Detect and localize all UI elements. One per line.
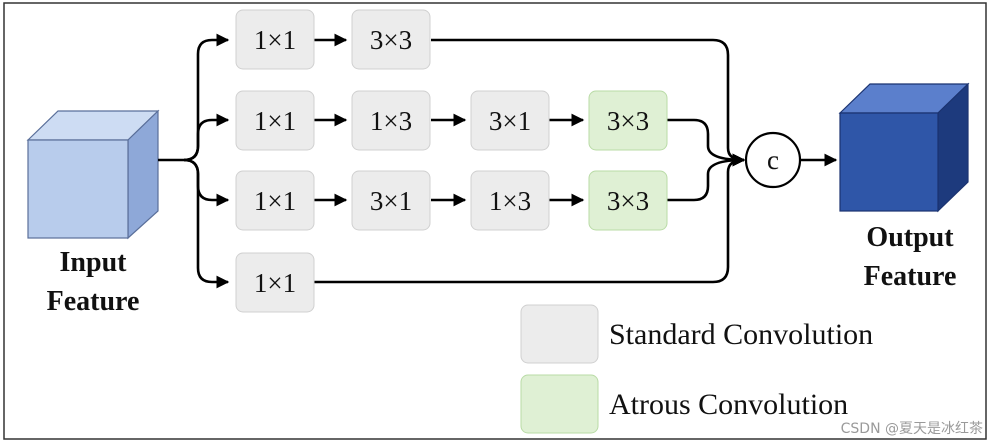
output-label-line2: Feature bbox=[864, 261, 957, 292]
conv-label-b1-2: 3×3 bbox=[370, 25, 412, 55]
legend-atrous-label: Atrous Convolution bbox=[609, 388, 848, 421]
conv-label-b2-3: 3×1 bbox=[489, 106, 531, 136]
conv-block-b2-1 bbox=[235, 90, 315, 151]
conv-block-b4-1 bbox=[235, 252, 315, 313]
merge-lines bbox=[314, 38, 746, 284]
conv-label-b2-1: 1×1 bbox=[254, 106, 296, 136]
conv-block-b3-2 bbox=[351, 170, 431, 231]
conv-label-b2-2: 1×3 bbox=[370, 106, 412, 136]
conv-label-b3-2: 3×1 bbox=[370, 186, 412, 216]
legend: Standard Convolution Atrous Convolution bbox=[520, 304, 873, 434]
conv-block-b2-2 bbox=[351, 90, 431, 151]
conv-label-b4-1: 1×1 bbox=[254, 268, 296, 298]
legend-standard-label: Standard Convolution bbox=[609, 318, 873, 351]
conv-block-b1-2 bbox=[351, 9, 431, 70]
branch-3: 1×1 3×1 1×3 3×3 bbox=[235, 170, 668, 231]
legend-atrous-swatch bbox=[520, 374, 599, 434]
conv-label-b3-1: 1×1 bbox=[254, 186, 296, 216]
input-label-line1: Input bbox=[60, 247, 128, 278]
atrous-block-b3-4 bbox=[588, 170, 668, 231]
output-feature-cube bbox=[838, 82, 970, 213]
conv-label-b1-1: 1×1 bbox=[254, 25, 296, 55]
branch-arrows bbox=[314, 33, 585, 207]
frame bbox=[3, 2, 987, 440]
legend-standard-swatch bbox=[520, 304, 599, 364]
concat-symbol: c bbox=[767, 145, 779, 175]
conv-block-b2-3 bbox=[470, 90, 550, 151]
branch-1: 1×1 3×3 bbox=[235, 9, 431, 70]
input-split-lines bbox=[158, 33, 230, 289]
input-feature-cube bbox=[26, 109, 160, 240]
output-label-line1: Output bbox=[866, 222, 954, 253]
conv-label-b2-4: 3×3 bbox=[607, 106, 649, 136]
input-label-line2: Feature bbox=[47, 286, 140, 317]
atrous-block-b2-4 bbox=[588, 90, 668, 151]
conv-label-b3-3: 1×3 bbox=[489, 186, 531, 216]
branch-4: 1×1 bbox=[235, 252, 315, 313]
conv-block-b1-1 bbox=[235, 9, 315, 70]
conv-label-b3-4: 3×3 bbox=[607, 186, 649, 216]
conv-block-b3-1 bbox=[235, 170, 315, 231]
watermark: CSDN @夏天是冰红茶 bbox=[841, 421, 983, 437]
branch-2: 1×1 1×3 3×1 3×3 bbox=[235, 90, 668, 151]
conv-block-b3-3 bbox=[470, 170, 550, 231]
